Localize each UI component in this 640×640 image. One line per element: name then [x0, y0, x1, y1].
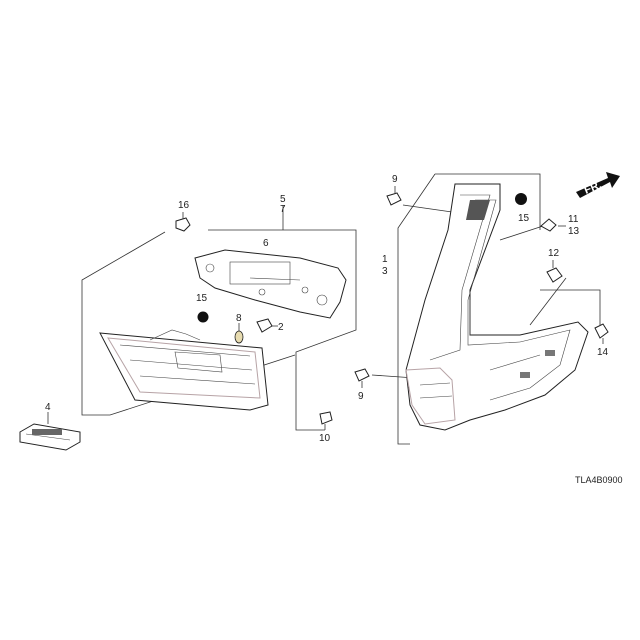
socket-part-2 — [256, 318, 278, 333]
callout-2: 2 — [278, 322, 284, 333]
grommet-part-15-left — [197, 311, 209, 323]
callout-6: 6 — [263, 238, 269, 249]
callout-9-bottom: 9 — [358, 391, 364, 402]
grommet-part-14 — [594, 323, 609, 344]
screw-part-10 — [319, 411, 333, 430]
grommet-part-15-right — [515, 193, 527, 205]
clip-part-11-13 — [540, 218, 557, 232]
callout-13: 13 — [568, 226, 580, 237]
callout-14: 14 — [597, 347, 609, 358]
callout-16: 16 — [178, 200, 190, 211]
callout-5: 5 — [280, 194, 286, 205]
callout-11: 11 — [568, 214, 579, 225]
module-part-4 — [19, 412, 81, 451]
callout-3: 3 — [382, 266, 388, 277]
callout-10: 10 — [319, 433, 331, 444]
nut-part-12 — [546, 260, 563, 283]
inner-tail-light — [99, 329, 269, 411]
callout-15-left: 15 — [196, 293, 208, 304]
callout-12: 12 — [548, 248, 560, 259]
callout-8: 8 — [236, 313, 242, 324]
screw-part-9-bottom — [354, 368, 370, 388]
nut-part-16 — [175, 212, 191, 232]
diagram-code: TLA4B0900 — [575, 475, 623, 485]
right-assembly-frame — [371, 173, 601, 445]
callout-7: 7 — [280, 204, 286, 215]
bulb-part-8 — [234, 323, 244, 344]
front-direction-arrow: FR. — [576, 172, 620, 198]
callout-labels: 5 7 6 16 15 8 2 4 10 1 3 9 9 15 11 13 12… — [45, 174, 609, 444]
callout-9-top: 9 — [392, 174, 398, 185]
outer-tail-light — [405, 183, 589, 431]
bracket-part-6 — [194, 249, 347, 319]
callout-4: 4 — [45, 402, 51, 413]
screw-part-9-top — [386, 186, 402, 206]
callout-15-right: 15 — [518, 213, 530, 224]
callout-1: 1 — [382, 254, 388, 265]
